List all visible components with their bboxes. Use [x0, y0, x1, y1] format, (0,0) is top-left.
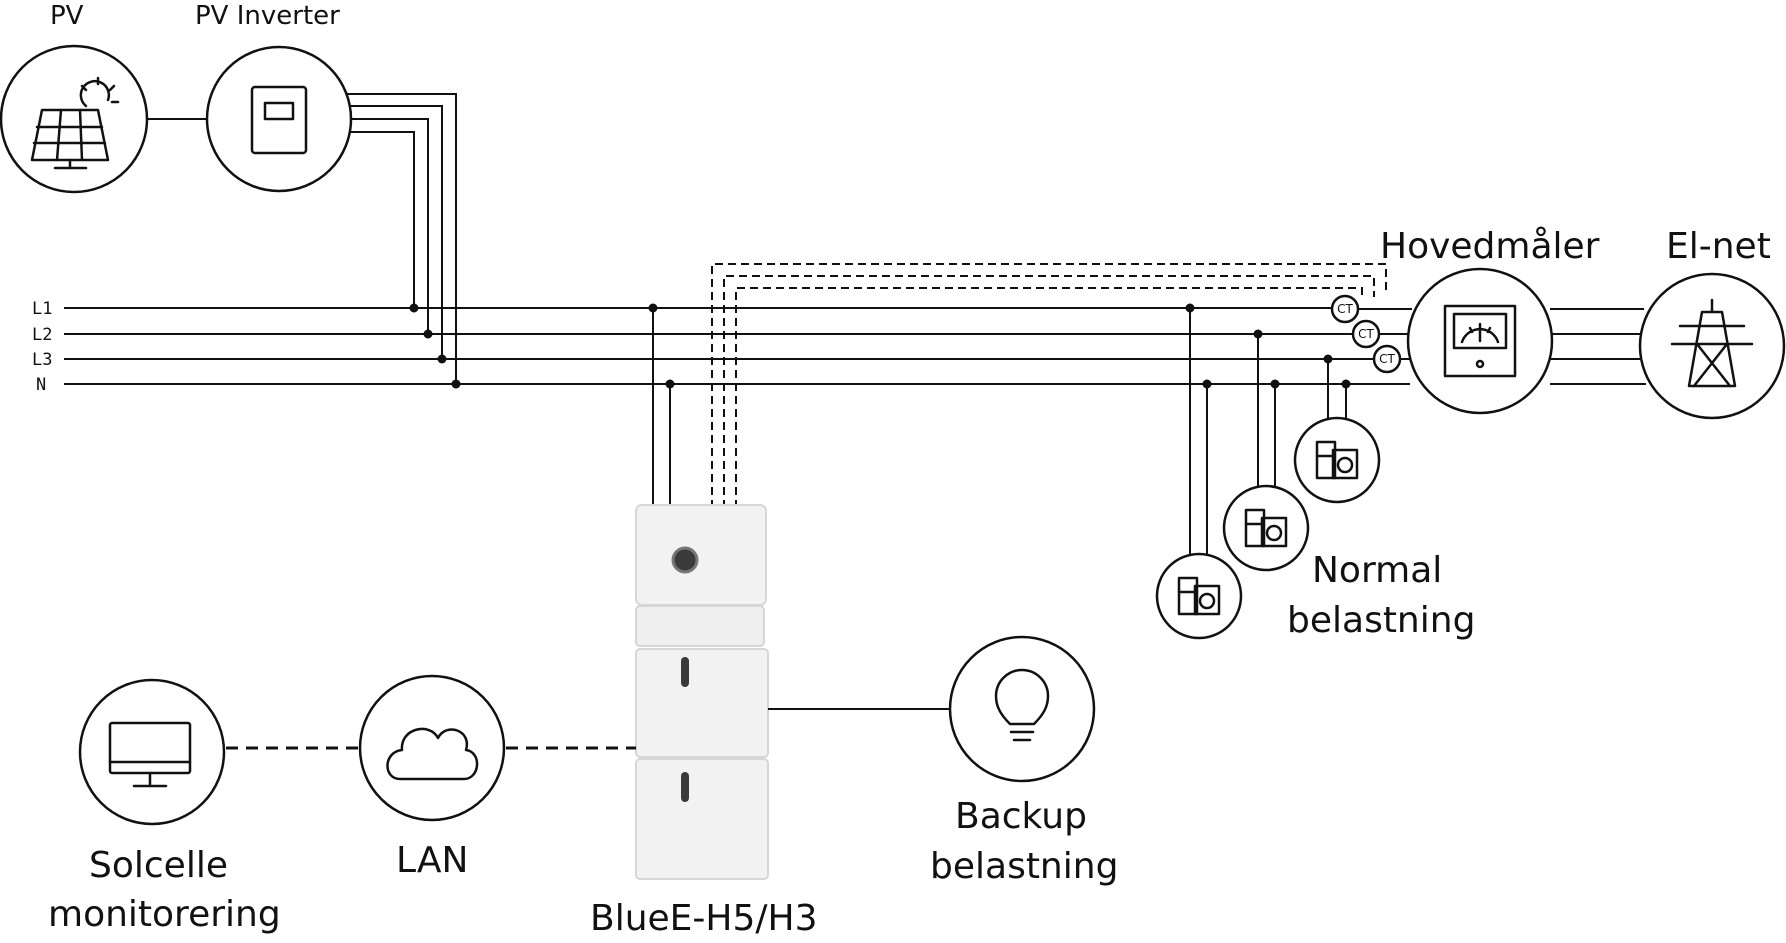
device-label: BlueE-H5/H3 [590, 898, 817, 939]
junction-dot [409, 303, 419, 313]
bus-lines [64, 307, 1646, 385]
junction-dot [1323, 354, 1333, 364]
inverter-module [635, 504, 767, 606]
battery-ac-wires [648, 303, 675, 508]
computer-monitor-icon [108, 721, 192, 788]
ct-sensor-label: CT [1358, 327, 1374, 341]
pv-label: PV [50, 1, 84, 31]
ct-sensor-label: CT [1337, 302, 1353, 316]
bus-label-l2: L2 [32, 325, 52, 345]
ct-wire-3 [735, 287, 1363, 508]
junction-dot [648, 303, 658, 313]
appliance-icon [1177, 576, 1221, 616]
power-pylon-icon [1670, 298, 1754, 388]
backup-load-node [948, 635, 1096, 783]
status-indicator-icon [671, 546, 699, 574]
bus-label-l3: L3 [32, 350, 52, 370]
monitor-label-line1: Solcelle [89, 845, 228, 886]
ct-sensor-2: CT [1351, 319, 1381, 349]
junction-dot [423, 329, 433, 339]
junction-dot [1253, 329, 1263, 339]
main-meter-label: Hovedmåler [1380, 226, 1600, 267]
battery-unit [635, 504, 769, 880]
inverter-wire-n [346, 93, 457, 384]
normal-load-node-1 [1155, 552, 1243, 640]
grid-label: El-net [1666, 226, 1771, 267]
battery-handle-icon [681, 657, 689, 687]
ct-sensor-3: CT [1372, 344, 1402, 374]
normal-load-label-line1: Normal [1312, 550, 1442, 591]
pv-inverter-label: PV Inverter [195, 1, 340, 31]
battery-handle-icon [681, 772, 689, 802]
appliance-icon [1244, 508, 1288, 548]
backup-load-label-line2: belastning [930, 846, 1118, 887]
appliance-icon [1315, 440, 1359, 480]
base-module [635, 605, 765, 647]
junction-dot [437, 354, 447, 364]
main-meter-node [1406, 267, 1554, 415]
backup-load-label-line1: Backup [955, 796, 1087, 837]
junction-dot [451, 379, 461, 389]
inverter-wires [346, 93, 461, 389]
solar-panel-icon [30, 76, 120, 170]
normal-load-node-3 [1293, 416, 1381, 504]
ct-signal-wires [711, 263, 1387, 508]
ct-sensor-label: CT [1379, 352, 1395, 366]
inverter-icon [250, 85, 308, 155]
ct-wire-2 [723, 275, 1375, 508]
lan-label: LAN [396, 840, 468, 881]
battery-module-1 [635, 648, 769, 758]
battery-module-2 [635, 758, 769, 880]
monitor-node [78, 678, 226, 826]
inverter-wire-l1 [346, 131, 415, 308]
cloud-icon [386, 727, 479, 781]
junction-dot [665, 379, 675, 389]
pv-node [0, 44, 149, 194]
junction-dot [1185, 303, 1195, 313]
energy-meter-icon [1443, 304, 1517, 378]
pv-inverter-node [205, 45, 353, 193]
bus-label-l1: L1 [32, 299, 52, 319]
normal-load-wires [1185, 303, 1351, 568]
monitor-label-line2: monitorering [48, 894, 281, 935]
ct-wire-1 [711, 263, 1387, 508]
ct-sensor-1: CT [1330, 294, 1360, 324]
junction-dot [1341, 379, 1351, 389]
normal-load-label-line2: belastning [1287, 600, 1475, 641]
inverter-wire-l3 [346, 105, 443, 359]
light-bulb-icon [994, 668, 1050, 742]
junction-dot [1270, 379, 1280, 389]
junction-dot [1202, 379, 1212, 389]
inverter-wire-l2 [346, 118, 429, 334]
normal-load-node-2 [1222, 484, 1310, 572]
bus-label-n: N [36, 375, 46, 395]
grid-node [1638, 272, 1786, 420]
lan-node [358, 674, 506, 822]
